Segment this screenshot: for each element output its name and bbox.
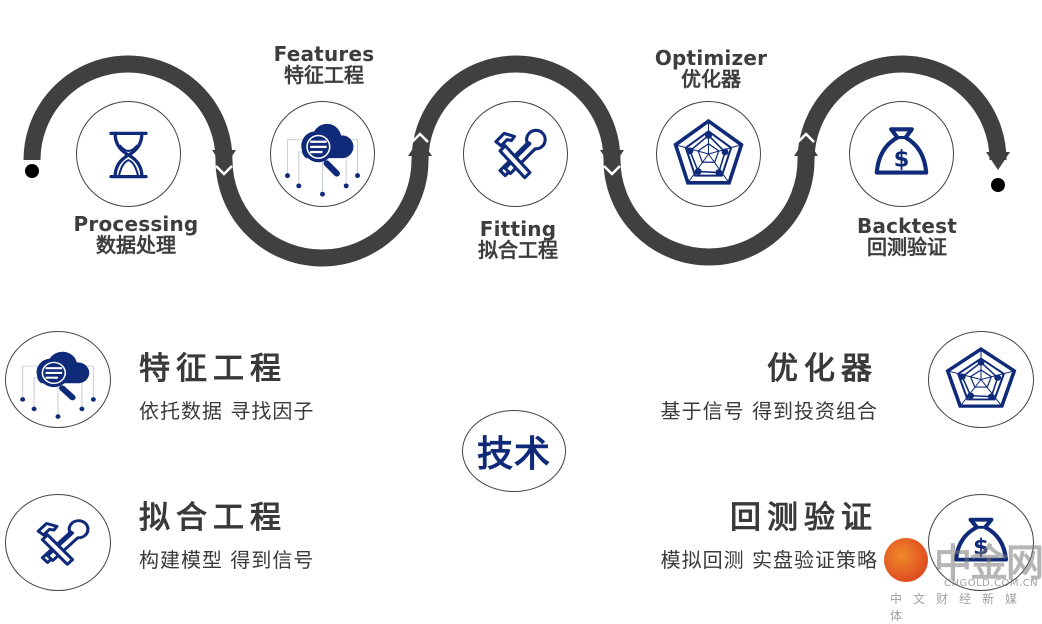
radar-chart-icon [945, 347, 1017, 408]
step-label-features: Features 特征工程 [244, 44, 404, 86]
step-label-optimizer: Optimizer 优化器 [631, 48, 791, 90]
step-processing-circle [76, 101, 181, 207]
tools-icon [494, 128, 547, 180]
feature-title: 回测验证 [730, 500, 878, 536]
step-en: Backtest [856, 214, 958, 238]
step-features-circle [270, 101, 375, 207]
money-bag-icon: $ [874, 127, 929, 175]
watermark-url: CNGOLD.COM.CN [944, 578, 1039, 589]
step-label-fitting: Fitting 拟合工程 [438, 219, 598, 261]
flow-arc-3 [411, 55, 621, 161]
feature-desc: 基于信号 得到投资组合 [660, 399, 878, 423]
step-label-processing: Processing 数据处理 [56, 214, 216, 256]
flow-start-dot [25, 164, 39, 178]
arrowhead-up-2 [408, 138, 432, 156]
feature-circle-features [5, 331, 111, 428]
cngold-logo-icon [884, 538, 928, 582]
chevron-notch [411, 132, 429, 143]
step-en: Features [273, 42, 375, 66]
process-flow-arrow [23, 55, 1010, 267]
arrowhead-down-5 [986, 152, 1010, 170]
watermark: 中金网 CNGOLD.COM.CN 中文财经新媒体 [884, 528, 1042, 623]
arrowhead-up-4 [794, 138, 818, 156]
tools-icon [36, 519, 90, 566]
money-bag-icon: $ [953, 517, 1009, 562]
step-fitting-circle [463, 101, 568, 207]
step-optimizer-circle [656, 101, 761, 207]
step-backtest-circle: $ [849, 101, 954, 207]
flow-arc-4 [603, 159, 815, 266]
svg-text:$: $ [894, 146, 910, 172]
step-zh: 数据处理 [96, 233, 176, 257]
step-label-backtest: Backtest 回测验证 [827, 216, 987, 258]
feature-desc: 模拟回测 实盘验证策略 [660, 548, 878, 572]
feature-circle-fitting [5, 494, 111, 591]
step-zh: 拟合工程 [478, 238, 558, 262]
chevron-notch [215, 165, 233, 176]
flow-arc-5 [797, 55, 1007, 161]
cloud-search-icon [20, 351, 96, 419]
watermark-tagline: 中文财经新媒体 [890, 592, 1029, 623]
step-en: Processing [73, 212, 199, 236]
flow-arc-1 [23, 55, 233, 161]
feature-circle-backtest: $ [928, 494, 1034, 591]
radar-chart-icon [673, 118, 744, 185]
center-label: 技术 [476, 434, 551, 475]
step-zh: 回测验证 [867, 235, 947, 259]
step-en: Optimizer [654, 46, 768, 70]
step-zh: 优化器 [681, 67, 741, 91]
center-tech-badge: 技术 [462, 410, 566, 492]
feature-title: 拟合工程 [139, 500, 287, 536]
feature-title: 特征工程 [139, 351, 287, 387]
flow-arc-2 [215, 159, 429, 267]
hourglass-icon [109, 131, 148, 179]
feature-circle-optimizer [928, 331, 1034, 428]
feature-title: 优化器 [767, 351, 878, 387]
watermark-brand: 中金网 [934, 541, 1042, 585]
arrowhead-down-3 [600, 150, 624, 168]
cloud-search-icon [285, 123, 360, 197]
feature-desc: 依托数据 寻找因子 [139, 399, 315, 423]
flow-end-dot [991, 178, 1005, 192]
chevron-notch [797, 132, 815, 143]
svg-text:$: $ [973, 536, 989, 560]
feature-desc: 构建模型 得到信号 [139, 548, 315, 572]
chevron-notch [603, 165, 621, 176]
step-zh: 特征工程 [284, 63, 364, 87]
arrowhead-down-1 [212, 150, 236, 168]
step-en: Fitting [479, 217, 557, 241]
